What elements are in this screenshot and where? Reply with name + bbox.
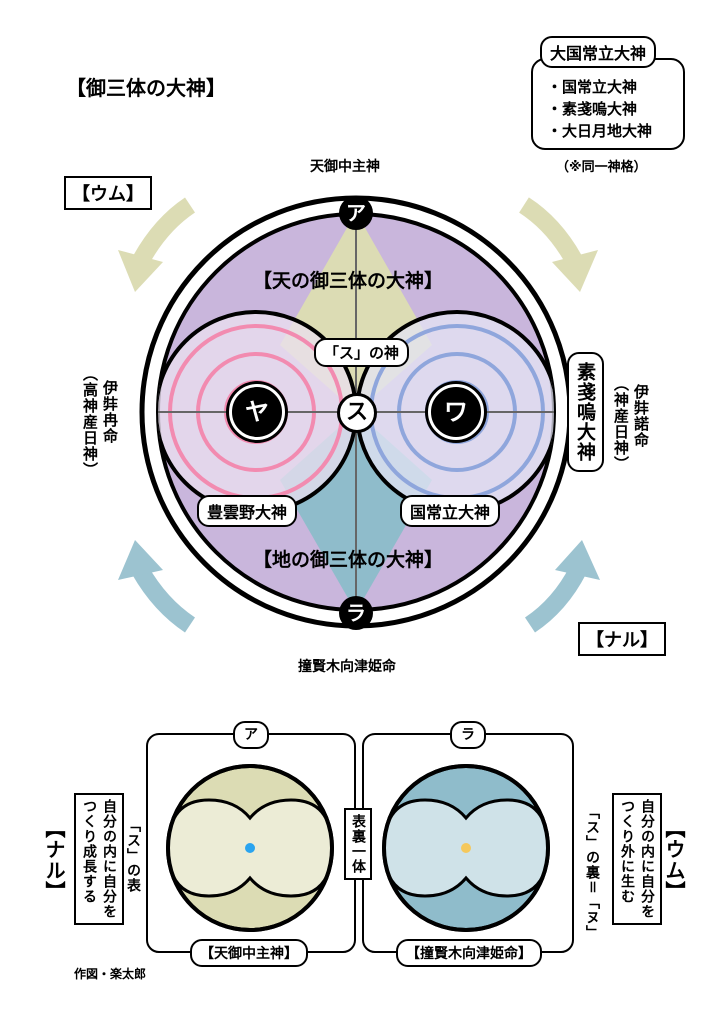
bottom-right-name: 【撞賢木向津姫命】 — [396, 939, 542, 967]
left-pill: 豊雲野大神 — [197, 495, 298, 527]
legend-note: （※同一神格） — [556, 160, 647, 175]
badge-ya: ヤ — [229, 384, 285, 440]
bottom-left-desc: 自分の内に自分をつくり成長する — [74, 793, 124, 925]
earth-label: 【地の御三体の大神】 — [253, 549, 444, 571]
legend-item: ・大日月地大神 — [547, 122, 653, 140]
um-label: 【ウム】 — [64, 176, 152, 210]
right-side-sub: （神産日神） — [612, 376, 630, 472]
arrow-bottom-left — [118, 540, 196, 633]
arrow-top-left — [118, 197, 196, 292]
su-god-label: 「ス」の神 — [314, 338, 410, 367]
legend-item: ・素戔嗚大神 — [547, 100, 638, 118]
bottom-left-caption: 「ス」の表 — [125, 818, 141, 893]
credit: 作図・楽太郎 — [74, 967, 147, 981]
heaven-label: 【天の御三体の大神】 — [253, 270, 444, 292]
right-side-main: 伊弉諾命 — [632, 384, 650, 448]
top-label: 天御中主神 — [310, 159, 380, 175]
arrow-bottom-right — [524, 540, 600, 633]
bottom-right-side: 【ウム】 — [662, 818, 686, 902]
left-dot — [245, 843, 255, 853]
bottom-right-caption: 「ス」の裏＝「ヌ」 — [584, 805, 600, 940]
badge-su: ス — [337, 393, 377, 433]
right-dot — [461, 843, 471, 853]
badge-a: ア — [339, 196, 373, 230]
right-pill: 国常立大神 — [400, 495, 501, 527]
naru-label: 【ナル】 — [578, 622, 666, 656]
left-side-main: 伊弉冉命 — [101, 380, 119, 444]
bottom-label: 撞賢木向津姫命 — [298, 659, 396, 675]
legend-items: ・国常立大神 ・素戔嗚大神 ・大日月地大神 — [547, 76, 652, 142]
legend-heading: 大国常立大神 — [540, 36, 657, 68]
bottom-left-badge: ア — [233, 721, 269, 749]
badge-ra: ラ — [339, 596, 373, 630]
left-side-sub: （高神産日神） — [81, 366, 99, 478]
legend-box — [531, 58, 685, 150]
legend-item: ・国常立大神 — [547, 78, 638, 96]
bottom-left-side: 【ナル】 — [42, 818, 66, 902]
bottom-right-badge: ラ — [450, 721, 486, 749]
bottom-left-name: 【天御中主神】 — [190, 939, 308, 967]
center-label: 表裏一体 — [344, 808, 372, 880]
page-title: 【御三体の大神】 — [66, 76, 226, 100]
arrow-top-right — [518, 197, 598, 292]
bottom-right-desc: 自分の内に自分をつくり外に生む — [612, 793, 662, 925]
right-side-pill: 素戔嗚大神 — [567, 352, 604, 472]
badge-wa: ワ — [428, 384, 484, 440]
